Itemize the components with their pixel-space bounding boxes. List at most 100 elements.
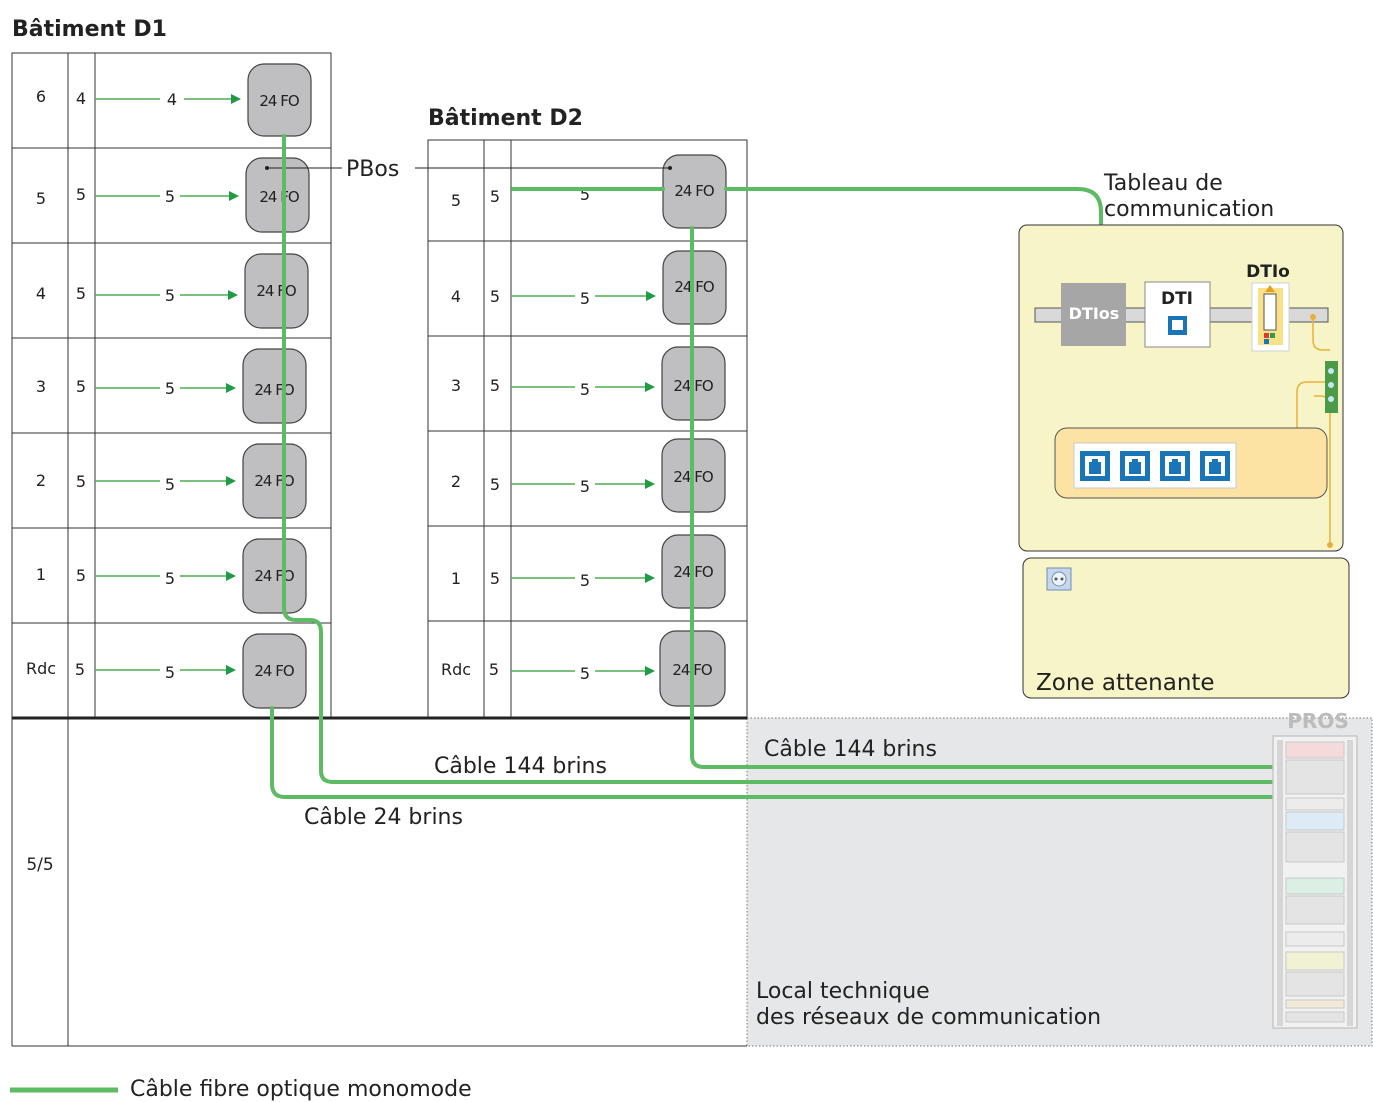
- arrow-count: 5: [165, 569, 175, 588]
- fo-box-label: 24 FO: [259, 92, 298, 110]
- floor-count: 5: [76, 566, 86, 585]
- floor-count: 5: [490, 287, 500, 306]
- fo-box: [242, 348, 307, 424]
- d1-row-2: 2 5 5 24 FO: [36, 443, 307, 519]
- fo-box-label: 24 FO: [254, 567, 293, 585]
- arrow-count: 5: [165, 187, 175, 206]
- power-outlet-icon: [1046, 567, 1072, 591]
- d2-row-5: 5 5 5 24 FO: [451, 154, 727, 229]
- dtios-box: [1061, 283, 1126, 346]
- fo-box: [662, 250, 727, 325]
- tableau-line1: Tableau de: [1103, 171, 1223, 196]
- floor-label: 1: [451, 569, 461, 588]
- floor-label: 3: [36, 377, 46, 396]
- cable-d2-144-label: Câble 144 brins: [764, 737, 937, 762]
- fo-box-label: 24 FO: [254, 662, 293, 680]
- fo-box-label: 24 FO: [674, 182, 713, 200]
- fo-box-label: 24 FO: [254, 472, 293, 490]
- dtios-label: DTIos: [1069, 304, 1120, 323]
- fo-box: [242, 633, 307, 709]
- floor-count: 5: [490, 187, 500, 206]
- building-d1-grid: [11, 52, 747, 1047]
- floor-label: 6: [36, 87, 46, 106]
- local-technique-zone: [746, 717, 1373, 1047]
- basement-label: 5/5: [26, 855, 53, 875]
- arrow-count: 5: [165, 475, 175, 494]
- local-technique-line2: des réseaux de communication: [756, 1005, 1101, 1030]
- d2-row-1: 1 5 5 24 FO: [451, 534, 726, 609]
- fo-box: [245, 157, 310, 233]
- rj45-socket-2: [1120, 451, 1150, 481]
- cable-d1-24-label: Câble 24 brins: [304, 805, 463, 830]
- arrow-count: 5: [165, 663, 175, 682]
- fo-box-label: 24 FO: [259, 188, 298, 206]
- rj45-socket-3: [1160, 451, 1190, 481]
- floor-label: 4: [451, 287, 461, 306]
- floor-label: 5: [451, 191, 461, 210]
- wire-a: [1312, 317, 1330, 351]
- pros-rack: PROS: [1272, 709, 1358, 1029]
- floor-label: 3: [451, 376, 461, 395]
- dtio-label: DTIo: [1246, 262, 1290, 282]
- zone-attenante-label: Zone attenante: [1036, 670, 1215, 696]
- floor-count: 5: [489, 660, 499, 679]
- floor-label: 2: [36, 471, 46, 490]
- d2-to-tableau-cable: [724, 187, 1103, 287]
- arrow-count: 5: [165, 379, 175, 398]
- building-d1-title: Bâtiment D1: [12, 17, 167, 42]
- arrow-count: 5: [580, 289, 590, 308]
- floor-count: 4: [76, 89, 86, 108]
- arrow-count: 4: [167, 90, 177, 109]
- building-d2-title: Bâtiment D2: [428, 106, 583, 131]
- floor-count: 5: [490, 376, 500, 395]
- d2-riser-144-cable: [690, 226, 1277, 769]
- floor-count: 5: [76, 284, 86, 303]
- fo-box-label: 24 FO: [256, 282, 295, 300]
- fo-box: [247, 63, 312, 137]
- dti-label: DTI: [1161, 289, 1193, 309]
- d2-row-2: 2 5 5 24 FO: [451, 438, 726, 513]
- legend: Câble fibre optique monomode: [10, 1077, 472, 1102]
- legend-label: Câble fibre optique monomode: [130, 1077, 472, 1102]
- floor-label: 4: [36, 284, 46, 303]
- local-technique-line1: Local technique: [756, 979, 930, 1004]
- d1-row-1: 1 5 5 24 FO: [36, 538, 307, 614]
- floor-count: 5: [76, 472, 86, 491]
- floor-count: 5: [76, 185, 86, 204]
- fo-box: [242, 538, 307, 614]
- arrow-count: 5: [580, 380, 590, 399]
- rj45-socket-1: [1080, 451, 1110, 481]
- d1-row-6: 6 4 4 24 FO: [36, 63, 312, 137]
- tableau-panel: [1018, 224, 1344, 552]
- floor-label: Rdc: [26, 659, 56, 678]
- d1-row-5: 5 5 5 24 FO: [36, 157, 310, 233]
- arrow-count: 5: [580, 571, 590, 590]
- floor-label: 5: [36, 189, 46, 208]
- arrow-count: 5: [165, 286, 175, 305]
- d1-row-3: 3 5 5 24 FO: [36, 348, 307, 424]
- d1-row-4: 4 5 5 24 FO: [36, 253, 309, 329]
- fo-box-label: 24 FO: [674, 278, 713, 296]
- tableau-line2: communication: [1104, 197, 1274, 222]
- floor-label: 1: [36, 565, 46, 584]
- rj45-socket-4: [1200, 451, 1230, 481]
- pbos-callout: PBos: [265, 157, 672, 182]
- d1-riser-144-cable: [282, 134, 1277, 784]
- fo-box-label: 24 FO: [254, 381, 293, 399]
- d2-row-3: 3 5 5 24 FO: [451, 346, 726, 421]
- dti-box: [1144, 281, 1211, 348]
- fo-box: [242, 443, 307, 519]
- d2-row-4: 4 5 5 24 FO: [451, 250, 727, 325]
- d1-row-rdc: Rdc 5 5 24 FO: [26, 633, 307, 709]
- floor-label: Rdc: [441, 660, 471, 679]
- arrow-count: 5: [580, 664, 590, 683]
- floor-label: 2: [451, 472, 461, 491]
- fo-box: [662, 154, 727, 229]
- floor-count: 5: [490, 475, 500, 494]
- fo-box: [244, 253, 309, 329]
- arrow-count: 5: [580, 185, 590, 204]
- pbos-label: PBos: [346, 157, 399, 182]
- wire-b: [1296, 381, 1330, 442]
- floor-count: 5: [75, 660, 85, 679]
